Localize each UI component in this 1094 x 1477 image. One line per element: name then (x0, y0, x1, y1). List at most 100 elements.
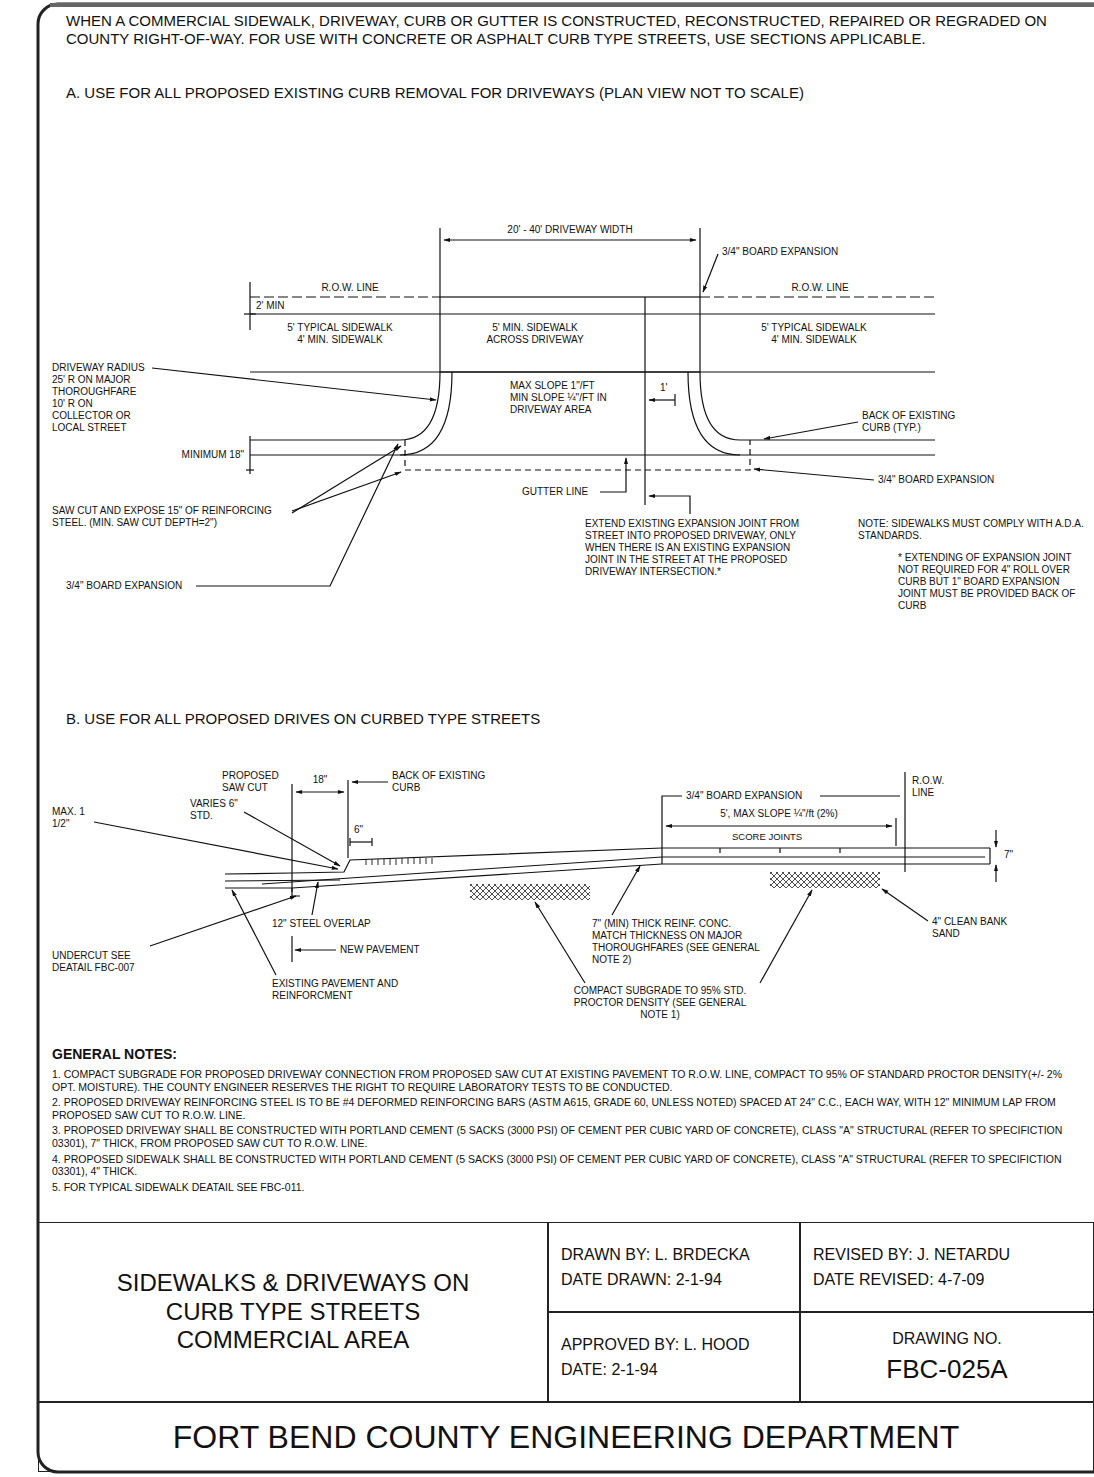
callout-label: NEW PAVEMENT (340, 944, 420, 956)
dimension-label: 20' - 40' DRIVEWAY WIDTH (440, 224, 700, 236)
section-view-part (291, 936, 292, 962)
section-view-part-part (384, 859, 385, 865)
dimension-label: MAX. 1 1/2" (52, 806, 94, 830)
plan-view-part (405, 440, 750, 470)
plan-view-part (600, 458, 626, 492)
plan-view-part (764, 422, 858, 439)
row-line-label: R.O.W. LINE (300, 282, 400, 294)
section-view-part (291, 784, 292, 892)
sheet-frame-part (38, 4, 1094, 1472)
plan-view-part (152, 368, 436, 400)
sidewalk-label: 5' TYPICAL SIDEWALK 4' MIN. SIDEWALK (758, 322, 870, 346)
general-note: 1. COMPACT SUBGRADE FOR PROPOSED DRIVEWA… (52, 1068, 1086, 1093)
plan-view-part (249, 436, 250, 474)
section-heading: A. USE FOR ALL PROPOSED EXISTING CURB RE… (66, 84, 1076, 102)
plan-view-part (674, 394, 675, 406)
plan-view-part (700, 296, 935, 297)
callout-label: GUTTER LINE (522, 486, 588, 498)
sidewalk-label: 5' MIN. SIDEWALK ACROSS DRIVEWAY (480, 322, 590, 346)
plan-view (152, 228, 935, 586)
section-view-part (995, 865, 996, 882)
callout-label: 4" CLEAN BANK SAND (932, 916, 1012, 940)
section-view-part (779, 848, 780, 853)
plan-view-part (250, 296, 440, 297)
plan-view-part (754, 469, 874, 480)
title-text: DATE REVISED: 4-7-09 (813, 1270, 984, 1289)
section-view-part-part (390, 859, 391, 865)
section-view-part (292, 864, 990, 888)
section-view-part (350, 841, 372, 842)
callout-label: 3/4" BOARD EXPANSION (686, 790, 802, 802)
section-view-part (882, 889, 928, 921)
callout-label: BACK OF EXISTING CURB (392, 770, 492, 794)
section-view-part-part (420, 858, 421, 864)
section-view-part (535, 902, 585, 983)
section-view-part-part (378, 859, 379, 865)
callout-label: SCORE JOINTS (732, 831, 802, 842)
callout-label: EXTEND EXISTING EXPANSION JOINT FROM STR… (585, 518, 800, 578)
section-view-part (295, 949, 336, 950)
dimension-label: VARIES 6" STD. (190, 798, 242, 822)
dimension-label: 18" (306, 774, 334, 786)
general-note: 5. FOR TYPICAL SIDEWALK DEATAIL SEE FBC-… (52, 1181, 1086, 1194)
section-view-part-part (402, 858, 403, 864)
plan-view-part (439, 228, 440, 297)
section-view-part (662, 796, 682, 864)
title-text: DATE DRAWN: 2-1-94 (561, 1270, 722, 1289)
callout-label: EXISTING PAVEMENT AND REINFORCMENT (272, 978, 402, 1002)
callout-label: 3/4" BOARD EXPANSION (722, 246, 838, 258)
plan-view-part (292, 446, 401, 513)
title-text: DRAWING NO. (892, 1329, 1002, 1348)
drawing-number-cell: DRAWING NO.FBC-025A (800, 1312, 1094, 1402)
row-line-label: R.O.W. LINE (912, 775, 956, 799)
sheet-frame-part (50, 3, 1094, 7)
section-view-part (989, 848, 990, 864)
plan-view-part (740, 439, 935, 440)
title-text: FORT BEND COUNTY ENGINEERING DEPARTMENT (173, 1418, 959, 1456)
section-view-part-part (396, 859, 397, 865)
callout-label: PROPOSED SAW CUT (222, 770, 286, 794)
row-line-label: R.O.W. LINE (770, 282, 870, 294)
plan-view-part (644, 297, 645, 505)
callout-label: BACK OF EXISTING CURB (TYP.) (862, 410, 972, 434)
general-note: 2. PROPOSED DRIVEWAY REINFORCING STEEL I… (52, 1096, 1086, 1121)
callout-label: COMPACT SUBGRADE TO 95% STD. PROCTOR DEN… (560, 985, 760, 1021)
section-view-part (612, 866, 640, 915)
callout-label: 3/4" BOARD EXPANSION (66, 580, 182, 592)
plan-view-part (688, 372, 740, 455)
section-view-part-part (366, 859, 367, 865)
plan-view-part (400, 372, 452, 455)
department-band: FORT BEND COUNTY ENGINEERING DEPARTMENT (38, 1402, 1094, 1472)
section-view-part-part (414, 858, 415, 864)
section-view-part (225, 887, 292, 888)
section-view-part (225, 873, 292, 874)
title-text: DATE: 2-1-94 (561, 1360, 658, 1379)
title-block-cell: APPROVED BY: L. HOODDATE: 2-1-94 (548, 1312, 800, 1402)
sheet-frame (38, 4, 1094, 1472)
section-view-part (352, 781, 388, 782)
plan-view-part (440, 297, 700, 372)
plan-view-part (292, 472, 401, 511)
section-view-part-part (426, 858, 427, 864)
note-text: NOTE: SIDEWALKS MUST COMPLY WITH A.D.A. … (858, 518, 1086, 542)
callout-label: 3/4" BOARD EXPANSION (878, 474, 994, 486)
section-view-part-part (372, 859, 373, 865)
note-text: * EXTENDING OF EXPANSION JOINT NOT REQUI… (898, 552, 1084, 612)
section-view-part (995, 830, 996, 847)
section-heading: B. USE FOR ALL PROPOSED DRIVES ON CURBED… (66, 710, 1076, 728)
callout-label: SAW CUT AND EXPOSE 15" OF REINFORCING ST… (52, 505, 302, 529)
section-view-part (904, 772, 905, 872)
plan-view-part (703, 254, 718, 292)
title-block-cell: REVISED BY: J. NETARDUDATE REVISED: 4-7-… (800, 1222, 1094, 1312)
section-view (94, 772, 996, 983)
title-text: DRAWN BY: L. BRDECKA (561, 1245, 750, 1264)
dimension-label: 1' (660, 382, 667, 394)
section-view-part (232, 890, 276, 975)
plan-view-part (444, 239, 696, 240)
section-view-part (666, 825, 892, 826)
section-view-part (347, 780, 348, 858)
plan-view-part (699, 228, 700, 297)
section-view-part (312, 882, 318, 915)
section-view-part (839, 848, 840, 853)
section-view-part (719, 848, 720, 853)
